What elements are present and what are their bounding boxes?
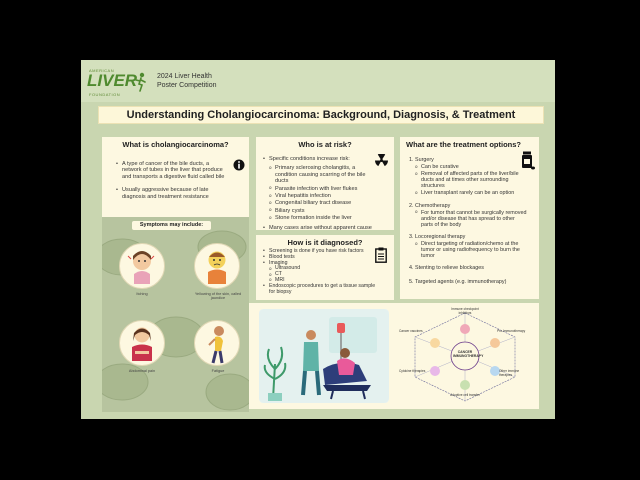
abdominal-pain-symptom [119, 320, 165, 366]
treatment-sub: Direct targeting of radiation/chemo at t… [415, 241, 527, 260]
fatigue-label: Fatigue [211, 369, 225, 373]
what-is-list: A type of cancer of the bile ducts, a ne… [116, 161, 230, 202]
itching-symptom [119, 243, 165, 289]
imaging-item: Ultrasound [269, 266, 377, 272]
treatment-subs: Direct targeting of radiation/chemo at t… [415, 241, 527, 260]
risk-intro-text: Specific conditions increase risk: [269, 156, 350, 162]
runner-figure-icon [135, 72, 146, 92]
treatment-item: 5.Targeted agents (e.g. immunotherapy) [409, 279, 507, 286]
american-liver-foundation-logo: AMERICAN LIVER FOUNDATION [87, 68, 149, 97]
treatment-content: 1.Surgery Can be curative Removal of aff… [409, 157, 527, 286]
risk-conditions-list: Primary sclerosing cholangitis, a condit… [269, 165, 377, 222]
treatment-title: Surgery [415, 157, 434, 163]
risk-condition: Biliary cysts [269, 207, 377, 214]
immunotherapy-diagram: CANCER IMMUNOTHERAPY Immune checkpoint i… [397, 307, 533, 405]
logo-bottom-text: FOUNDATION [89, 92, 121, 97]
imaging-list: Ultrasound CT MRI [269, 266, 377, 284]
abdominal-pain-label: Abdominal pain [128, 369, 156, 373]
diagnosis-panel: How is it diagnosed? Screening is done i… [256, 235, 394, 300]
risk-note: Many cases arise without apparent cause [263, 225, 377, 232]
jaundice-label: Yellowing of the skin, called jaundice [194, 292, 242, 300]
risk-heading: Who is at risk? [298, 140, 352, 149]
risk-condition: Viral hepatitis infection [269, 192, 377, 199]
treatment-item: 4.Stenting to relieve blockages [409, 265, 484, 272]
treatment-sub: For tumor that cannot be surgically remo… [415, 209, 527, 228]
jaundice-symptom [194, 243, 240, 289]
treatment-subs: Can be curative Removal of affected part… [415, 164, 527, 197]
treatment-sub: Can be curative [415, 164, 527, 171]
risk-condition: Primary sclerosing cholangitis, a condit… [269, 165, 377, 184]
treatment-title: Chemotherapy [415, 202, 451, 209]
diagnosis-imaging-label: Imaging [269, 259, 288, 266]
what-is-point: A type of cancer of the bile ducts, a ne… [116, 161, 230, 180]
immunotherapy-label: Adoptive cell transfer [450, 393, 480, 397]
poster: AMERICAN LIVER FOUNDATION 2024 Liver Hea… [81, 60, 555, 419]
immunotherapy-label: Immune checkpoint inhibitors [451, 307, 479, 315]
fatigue-man-icon [208, 326, 224, 364]
risk-condition: Stone formation inside the liver [269, 215, 377, 222]
diagnosis-point: Blood tests [263, 254, 377, 261]
risk-panel: Who is at risk? Specific conditions incr… [256, 137, 394, 233]
risk-intro: Specific conditions increase risk: Prima… [263, 156, 377, 222]
immunotherapy-label: Pro-Immunotherapy [497, 329, 526, 333]
illustration-panel: CANCER IMMUNOTHERAPY Immune checkpoint i… [249, 303, 539, 409]
treatment-panel: What are the treatment options? 1.Surger… [400, 137, 539, 299]
logo-top-text: AMERICAN [89, 68, 115, 73]
treatment-item: 1.Surgery Can be curative Removal of aff… [409, 157, 527, 197]
diagnosis-point: Screening is done if you have risk facto… [263, 248, 377, 255]
risk-content: Specific conditions increase risk: Prima… [263, 156, 377, 233]
abdominal-pain-woman-icon [132, 327, 152, 361]
treatment-title: Stenting to relieve blockages [415, 265, 484, 272]
treatment-title: Targeted agents (e.g. immunotherapy) [415, 279, 507, 286]
imaging-item: CT [269, 271, 377, 278]
chemotherapy-illustration [259, 309, 389, 403]
what-is-panel: What is cholangiocarcinoma? A type of ca… [102, 137, 249, 217]
risk-condition: Congenital biliary tract disease [269, 200, 377, 207]
patient-treatment-image [259, 309, 389, 403]
what-is-point: Usually aggressive because of late diagn… [116, 187, 230, 200]
itching-girl-icon [127, 251, 155, 284]
competition-line-2: Poster Competition [157, 82, 217, 89]
diagnosis-content: Screening is done if you have risk facto… [263, 248, 377, 296]
diagnosis-imaging: Imaging Ultrasound CT MRI [263, 259, 377, 284]
poster-title: Understanding Cholangiocarcinoma: Backgr… [98, 106, 544, 124]
symptoms-area: Symptoms may include: Itching Yellowing … [102, 217, 249, 412]
immunotherapy-wheel [414, 312, 516, 402]
diagnosis-heading: How is it diagnosed? [287, 238, 363, 247]
imaging-item: MRI [269, 277, 377, 284]
symptoms-heading: Symptoms may include: [132, 221, 211, 230]
jaundice-boy-icon [208, 251, 226, 284]
immunotherapy-label: Cancer vaccines [399, 329, 423, 333]
diagnosis-point: Endoscopic procedures to get a tissue sa… [263, 283, 377, 296]
logo-word: LIVER [87, 71, 138, 90]
immunotherapy-label: Cytokine therapies [399, 369, 426, 373]
treatment-item: 2.Chemotherapy For tumor that cannot be … [409, 203, 527, 228]
competition-label: 2024 Liver Health Poster Competition [157, 72, 217, 90]
itching-label: Itching [136, 292, 148, 296]
treatment-subs: For tumor that cannot be surgically remo… [415, 209, 527, 228]
treatment-title: Locoregional therapy [415, 233, 466, 240]
info-icon [233, 159, 245, 171]
risk-condition: Parasite infection with liver flukes [269, 185, 377, 192]
treatment-item: 3.Locoregional therapy Direct targeting … [409, 234, 527, 259]
what-is-heading: What is cholangiocarcinoma? [122, 140, 229, 149]
treatment-sub: Removal of affected parts of the liver/b… [415, 171, 527, 190]
treatment-heading: What are the treatment options? [406, 140, 522, 149]
treatment-sub: Liver transplant rarely can be an option [415, 190, 527, 197]
immunotherapy-label: Other immune therapies [499, 369, 520, 377]
poster-header: AMERICAN LIVER FOUNDATION 2024 Liver Hea… [81, 60, 555, 102]
fatigue-symptom [194, 320, 240, 366]
competition-line-1: 2024 Liver Health [157, 73, 212, 80]
immunotherapy-center-label: CANCER IMMUNOTHERAPY [453, 350, 484, 358]
